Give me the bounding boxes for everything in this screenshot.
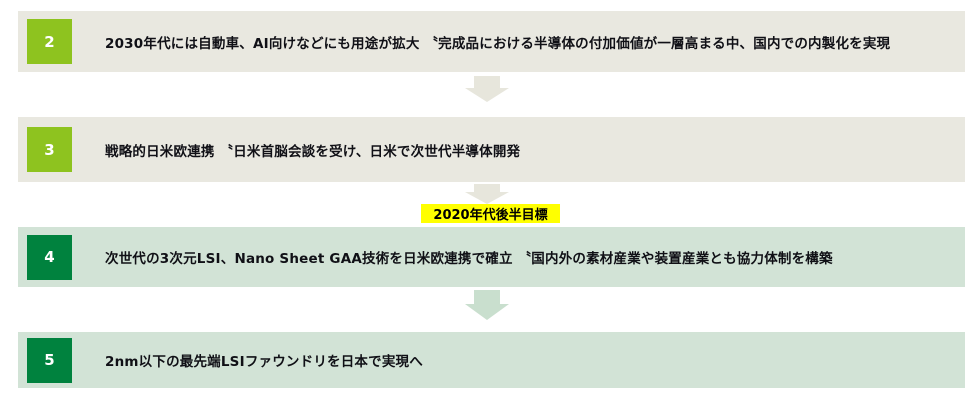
step-text: 次世代の3次元LSI、Nano Sheet GAA技術を日米欧連携で確立 〝国内… <box>105 251 833 267</box>
step-row-5: 5 2nm以下の最先端LSIファウンドリを日本で実現へ <box>18 332 965 388</box>
arrow-stem <box>474 76 500 88</box>
arrow-head <box>465 304 509 320</box>
step-number-badge: 3 <box>27 127 72 172</box>
arrow-head <box>465 88 509 102</box>
step-text: 戦略的日米欧連携 〝日米首脳会談を受け、日米で次世代半導体開発 <box>105 143 521 160</box>
step-text: 2030年代には自動車、AI向けなどにも用途が拡大 〝完成品における半導体の付加… <box>105 35 891 52</box>
step-row-2: 2 2030年代には自動車、AI向けなどにも用途が拡大 〝完成品における半導体の… <box>18 11 965 72</box>
step-row-3: 3 戦略的日米欧連携 〝日米首脳会談を受け、日米で次世代半導体開発 <box>18 117 965 182</box>
step-number-badge: 2 <box>27 19 72 64</box>
step-text: 2nm以下の最先端LSIファウンドリを日本で実現へ <box>105 354 423 370</box>
down-arrow-icon <box>465 290 509 320</box>
step-number-badge: 5 <box>27 337 72 383</box>
milestone-label: 2020年代後半目標 <box>421 204 560 223</box>
step-number-badge: 4 <box>27 234 72 280</box>
step-row-4: 4 次世代の3次元LSI、Nano Sheet GAA技術を日米欧連携で確立 〝… <box>18 227 965 287</box>
arrow-head <box>465 192 509 204</box>
arrow-stem <box>474 184 500 192</box>
down-arrow-icon <box>465 184 509 204</box>
arrow-stem <box>474 290 500 304</box>
down-arrow-icon <box>465 76 509 102</box>
